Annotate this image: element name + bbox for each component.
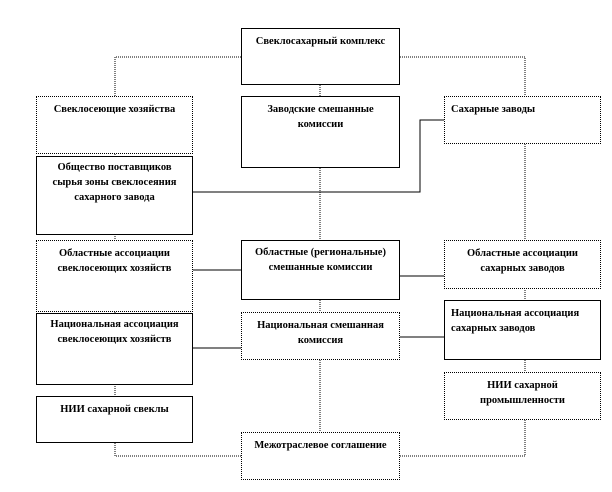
- node-national-commission: Национальная смешанная комиссия: [241, 312, 400, 360]
- node-agreement: Межотраслевое соглашение: [241, 432, 400, 480]
- node-regional-farm-assoc: Областные ассоциации свеклосеющих хозяйс…: [36, 240, 193, 312]
- node-beet-institute: НИИ сахарной свеклы: [36, 396, 193, 443]
- node-industry-institute: НИИ сахарной промышленности: [444, 372, 601, 420]
- node-regional-commissions: Областные (региональные) смешанные комис…: [241, 240, 400, 300]
- node-suppliers-society: Общество поставщиков сырья зоны свеклосе…: [36, 156, 193, 235]
- connector-right-agreement: [400, 420, 526, 457]
- connector-complex-farms: [114, 56, 241, 96]
- node-sugar-factories: Сахарные заводы: [444, 96, 601, 144]
- node-regional-factory-assoc: Областные ассоциации сахарных заводов: [444, 240, 601, 289]
- node-complex: Свеклосахарный комплекс: [241, 28, 400, 85]
- connector-society-factories: [193, 119, 444, 193]
- node-national-factory-assoc: Национальная ассоциация сахарных заводов: [444, 300, 601, 360]
- connector-complex-factories: [400, 56, 526, 96]
- connector-left-agreement: [114, 443, 241, 457]
- node-national-farm-assoc: Национальная ассоциация свеклосеющих хоз…: [36, 313, 193, 385]
- node-factory-commissions: Заводские смешанные комиссии: [241, 96, 400, 168]
- node-beet-farms: Свеклосеющие хозяйства: [36, 96, 193, 154]
